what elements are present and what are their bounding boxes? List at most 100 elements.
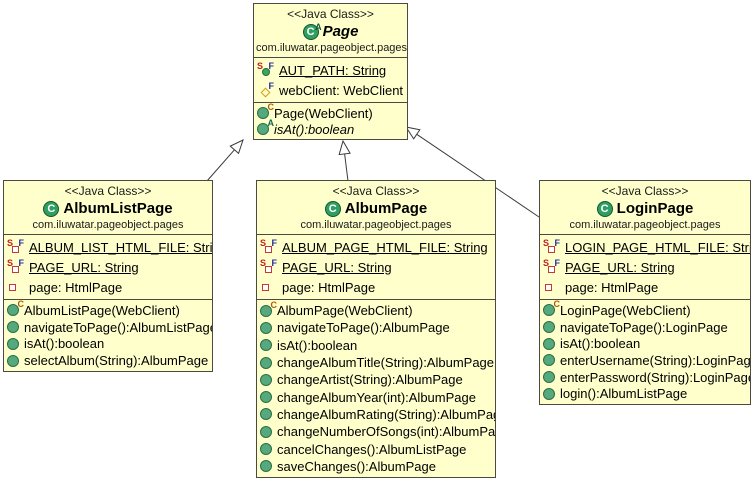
method-row: navigateToPage():LoginPage (543, 319, 747, 336)
public-method-icon (7, 337, 19, 350)
member-text: LoginPage(WebClient) (560, 302, 691, 318)
generalization-arrowhead-icon (404, 126, 421, 140)
private-field-icon (260, 280, 277, 294)
member-text: AlbumListPage(WebClient) (24, 302, 180, 318)
method-row: changeArtist(String):AlbumPage (260, 371, 492, 388)
method-row: changeNumberOfSongs(int):AlbumPage (260, 423, 495, 440)
method-row: enterPassword(String):LoginPage (543, 369, 750, 386)
class-name: LoginPage (616, 200, 694, 217)
member-text: cancelChanges():AlbumListPage (277, 441, 467, 457)
member-text: isAt():boolean (274, 121, 355, 137)
field-row: page: HtmlPage (260, 277, 492, 297)
method-row: enterUsername(String):LoginPage (543, 352, 750, 369)
member-text: AlbumPage(WebClient) (277, 303, 413, 319)
member-text: AUT_PATH: String (279, 62, 387, 78)
field-row: page: HtmlPage (7, 277, 209, 297)
member-text: enterUsername(String):LoginPage (560, 352, 751, 368)
member-text: navigateToPage():LoginPage (560, 319, 728, 335)
method-row: cancelChanges():AlbumListPage (260, 440, 492, 457)
abstract-marker-icon: A (315, 21, 322, 32)
public-method-icon (260, 391, 272, 404)
member-text: isAt():boolean (277, 337, 358, 353)
public-method-icon (260, 408, 272, 421)
method-row: isAt():boolean (543, 335, 747, 352)
member-text: isAt():boolean (24, 336, 105, 352)
public-method-icon (543, 371, 555, 384)
class-name: AlbumPage (344, 200, 428, 217)
member-text: PAGE_URL: String (565, 259, 675, 275)
constructor-method-icon: C (543, 299, 560, 317)
member-text: webClient: WebClient (279, 82, 404, 98)
member-text: changeAlbumTitle(String):AlbumPage (277, 355, 495, 371)
member-text: changeArtist(String):AlbumPage (277, 372, 463, 388)
class-package: com.iluwatar.pageobject.pages (569, 219, 721, 231)
public-method-icon (260, 321, 272, 334)
public-method-icon (543, 337, 555, 350)
constructor-method-icon: C (7, 299, 24, 317)
member-text: login():AlbumListPage (560, 386, 688, 402)
member-text: selectAlbum(String):AlbumPage (24, 353, 209, 369)
member-text: isAt():boolean (560, 336, 641, 352)
public-method-icon (7, 321, 19, 334)
method-row: navigateToPage():AlbumPage (260, 319, 492, 336)
member-text: page: HtmlPage (282, 279, 376, 295)
public-method-icon (543, 387, 555, 400)
generalization-arrowhead-icon (338, 139, 351, 156)
class-stereotype: <<Java Class>> (332, 184, 420, 198)
method-row: changeAlbumRating(String):AlbumPage (260, 406, 495, 423)
public-method-icon (260, 339, 272, 352)
member-text: page: HtmlPage (29, 279, 123, 295)
class-name: AlbumListPage (63, 200, 173, 217)
member-text: changeAlbumRating(String):AlbumPage (277, 406, 496, 422)
java-class-icon: C (324, 200, 341, 217)
generalization-arrowhead-icon (229, 139, 244, 155)
public-method-icon (260, 443, 272, 456)
method-row: login():AlbumListPage (543, 385, 747, 402)
abstract-method-icon: A (257, 118, 274, 135)
method-row: saveChanges():AlbumPage (260, 458, 492, 475)
method-row: isAt():boolean (260, 337, 492, 354)
member-text: ALBUM_LIST_HTML_FILE: String (29, 239, 213, 255)
constructor-method-icon: C (257, 102, 274, 119)
method-row: selectAlbum(String):AlbumPage (7, 352, 209, 369)
public-method-icon (260, 460, 272, 473)
method-row: navigateToPage():AlbumListPage (7, 319, 212, 336)
generalization-line-AlbumListPage-to-Page (206, 149, 235, 182)
member-text: changeAlbumYear(int):AlbumPage (277, 389, 476, 405)
public-method-icon (260, 356, 272, 369)
class-stereotype: <<Java Class>> (287, 7, 374, 21)
class-stereotype: <<Java Class>> (64, 184, 152, 198)
member-text: saveChanges():AlbumPage (277, 458, 436, 474)
public-method-icon (543, 321, 555, 333)
generalization-line-AlbumPage-to-Page (344, 153, 349, 182)
member-text: LOGIN_PAGE_HTML_FILE: String (565, 239, 751, 255)
member-text: changeNumberOfSongs(int):AlbumPage (277, 424, 496, 440)
